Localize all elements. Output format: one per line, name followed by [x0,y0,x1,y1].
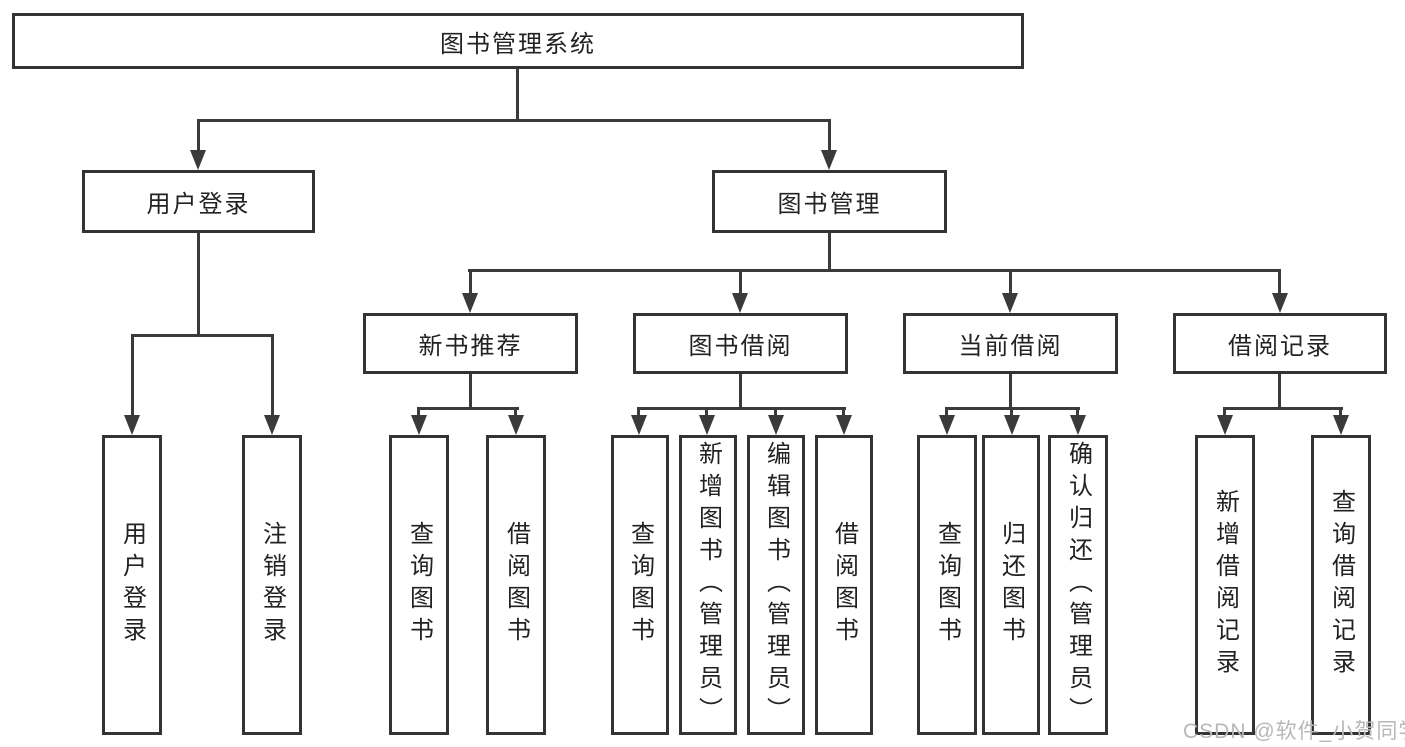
connector-borrowing-drop-3 [774,407,777,419]
node-logout-action: 注销登录 [242,435,302,735]
arrowhead-icon [411,415,427,435]
connector-bookmgmt-drop-4 [1278,269,1281,295]
node-add-books-admin: 新增图书（管理员） [679,435,737,735]
connector-userlogin-drop-1 [131,334,134,418]
node-user-login-action: 用户登录 [102,435,162,735]
arrowhead-icon [631,415,647,435]
node-query-books-borrowing: 查询图书 [611,435,669,735]
connector-userlogin-stub [197,232,200,336]
connector-bookmgmt-hline [468,269,1281,272]
node-confirm-return-admin: 确认归还（管理员） [1048,435,1108,735]
node-user-login: 用户登录 [82,170,315,233]
arrowhead-icon [1002,293,1018,313]
node-return-books: 归还图书 [982,435,1040,735]
connector-newbook-stub [469,374,472,410]
node-current-borrowing: 当前借阅 [903,313,1118,374]
connector-userlogin-drop-2 [271,334,274,418]
arrowhead-icon [821,150,837,170]
connector-bookmgmt-drop-2 [739,269,742,295]
arrowhead-icon [768,415,784,435]
arrowhead-icon [732,293,748,313]
csdn-watermark: CSDN @软件_小贺同学 [1183,720,1405,743]
node-add-borrow-record: 新增借阅记录 [1195,435,1255,735]
connector-bookmgmt-drop-1 [469,269,472,295]
node-book-borrowing: 图书借阅 [633,313,848,374]
arrowhead-icon [1272,293,1288,313]
connector-records-hline [1223,407,1343,410]
connector-root-stub [516,68,519,121]
connector-newbook-drop-2 [514,407,517,419]
connector-current-drop-2 [1010,407,1013,419]
connector-records-drop-2 [1339,407,1342,419]
connector-root-drop-right [828,119,831,152]
arrowhead-icon [124,415,140,435]
connector-newbook-drop-1 [417,407,420,419]
node-book-management: 图书管理 [712,170,947,233]
node-borrow-books-recommend: 借阅图书 [486,435,546,735]
connector-borrowing-drop-4 [842,407,845,419]
node-library-management-system: 图书管理系统 [12,13,1024,69]
connector-root-hline [197,119,831,122]
connector-records-stub [1278,374,1281,410]
connector-records-drop-1 [1223,407,1226,419]
node-query-books-current: 查询图书 [917,435,977,735]
arrowhead-icon [836,415,852,435]
arrowhead-icon [1004,415,1020,435]
arrowhead-icon [190,150,206,170]
connector-current-stub [1009,374,1012,410]
node-query-books-recommend: 查询图书 [389,435,449,735]
node-borrowing-records: 借阅记录 [1173,313,1387,374]
connector-bookmgmt-drop-3 [1009,269,1012,295]
arrowhead-icon [264,415,280,435]
connector-borrowing-stub [739,374,742,410]
arrowhead-icon [508,415,524,435]
node-edit-books-admin: 编辑图书（管理员） [747,435,805,735]
connector-userlogin-hline [131,334,274,337]
connector-borrowing-hline [637,407,846,410]
connector-borrowing-drop-2 [705,407,708,419]
connector-bookmgmt-stub [828,232,831,272]
node-borrow-books-borrowing: 借阅图书 [815,435,873,735]
connector-borrowing-drop-1 [637,407,640,419]
connector-root-drop-left [197,119,200,152]
arrowhead-icon [1070,415,1086,435]
arrowhead-icon [1333,415,1349,435]
arrowhead-icon [462,293,478,313]
arrowhead-icon [699,415,715,435]
arrowhead-icon [939,415,955,435]
node-new-book-recommend: 新书推荐 [363,313,578,374]
connector-current-drop-1 [945,407,948,419]
connector-newbook-hline [417,407,519,410]
connector-current-drop-3 [1076,407,1079,419]
arrowhead-icon [1217,415,1233,435]
node-query-borrow-record: 查询借阅记录 [1311,435,1371,735]
